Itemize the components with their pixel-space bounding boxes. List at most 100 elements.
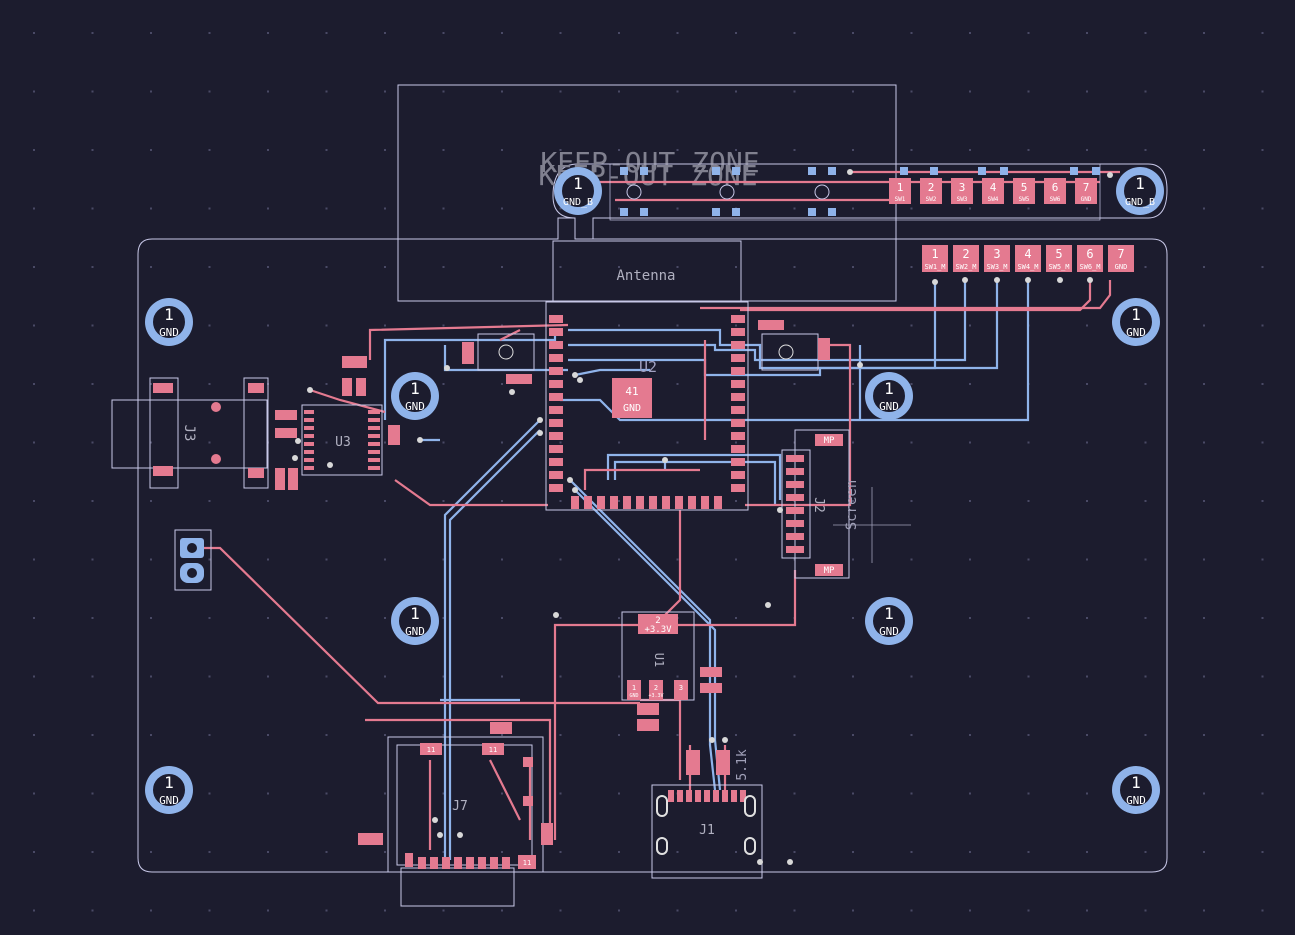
j2-mp-top: MP: [824, 436, 835, 446]
j1-label: J1: [699, 823, 715, 838]
hole-number: 1: [1131, 773, 1141, 792]
j7-sd-card: 11 11 11 J7: [358, 722, 553, 873]
j2-mp-bottom: MP: [824, 566, 835, 576]
pad-net: SW2_M: [955, 263, 976, 271]
j7-pin-bottom: 11: [523, 859, 531, 867]
pad-net: SW5: [1019, 196, 1030, 203]
hole-net: GND: [405, 625, 425, 638]
u1-pin-1: 1: [632, 684, 636, 692]
screen-label: Screen: [844, 480, 860, 531]
hole-net: GND_B: [563, 197, 593, 208]
pad-number: 6: [1086, 247, 1093, 261]
j2-screen-connector: MP MP J2 Screen: [781, 429, 911, 579]
pad-number: 7: [1117, 247, 1124, 261]
u1-pin-2: 2: [654, 684, 658, 692]
pad-net: SW5_M: [1048, 263, 1069, 271]
pad-number: 2: [928, 181, 935, 194]
hole-net: GND: [1126, 326, 1146, 339]
j7-pin-top-a: 11: [427, 746, 435, 754]
u3-label: U3: [335, 435, 351, 450]
pad-net: GND: [1081, 196, 1092, 203]
j3-connector: J3: [111, 377, 269, 489]
u1-pin-1-net: GND: [629, 693, 638, 699]
passives-cluster: [462, 320, 830, 384]
pad-net: SW6_M: [1079, 263, 1100, 271]
j2-label: J2: [811, 497, 826, 513]
antenna-label: Antenna: [616, 268, 675, 284]
hole-net: GND: [879, 400, 899, 413]
vias: [292, 169, 1113, 865]
pad-number: 4: [990, 181, 997, 194]
hole-number: 1: [164, 773, 174, 792]
u1-plus33-label: +3.3V: [644, 625, 672, 635]
pad-number: 4: [1024, 247, 1031, 261]
hole-net: GND: [879, 625, 899, 638]
hole-number: 1: [164, 305, 174, 324]
battery-connector: [174, 529, 212, 591]
pad-number: 6: [1052, 181, 1059, 194]
pad-number: 1: [931, 247, 938, 261]
u1-regulator: 2 +3.3V U1 1 GND 2 +3.3V 3: [621, 611, 722, 731]
u2-center-net: GND: [623, 403, 641, 414]
hole-net: GND: [159, 326, 179, 339]
hole-net: GND: [159, 794, 179, 807]
j7-label: J7: [452, 799, 468, 814]
u1-pin-3: 3: [679, 684, 683, 692]
pad-number: 7: [1083, 181, 1090, 194]
hole-number: 1: [1135, 174, 1145, 193]
pad-number: 3: [959, 181, 966, 194]
hole-number: 1: [410, 379, 420, 398]
hole-net: GND_B: [1125, 197, 1155, 208]
resistor-5k1-label: 5.1k: [735, 749, 750, 780]
pad-number: 1: [897, 181, 904, 194]
u1-pin-2-net: +3.3V: [648, 693, 663, 699]
pad-net: SW4: [988, 196, 999, 203]
pad-net: SW1: [895, 196, 906, 203]
hole-number: 1: [410, 604, 420, 623]
hole-number: 1: [884, 379, 894, 398]
u2-label: U2: [639, 358, 657, 376]
switch-row-top: [609, 163, 1101, 221]
pad-net: SW4_M: [1017, 263, 1038, 271]
u3-ic: U3: [275, 356, 400, 490]
pad-net: SW3_M: [986, 263, 1007, 271]
u1-pin2-num: 2: [655, 616, 660, 626]
pad-number: 5: [1021, 181, 1028, 194]
hole-number: 1: [1131, 305, 1141, 324]
pad-net: SW6: [1050, 196, 1061, 203]
u2-module: U2 41 GND: [545, 301, 749, 511]
hole-net: GND: [405, 400, 425, 413]
pad-number: 2: [962, 247, 969, 261]
hole-number: 1: [884, 604, 894, 623]
j7-pin-top-b: 11: [489, 746, 497, 754]
pad-number: 5: [1055, 247, 1062, 261]
pad-net: SW1_M: [924, 263, 945, 271]
j1-usb-c: J1 5.1k: [651, 749, 763, 879]
hole-net: GND: [1126, 794, 1146, 807]
pad-number: 3: [993, 247, 1000, 261]
